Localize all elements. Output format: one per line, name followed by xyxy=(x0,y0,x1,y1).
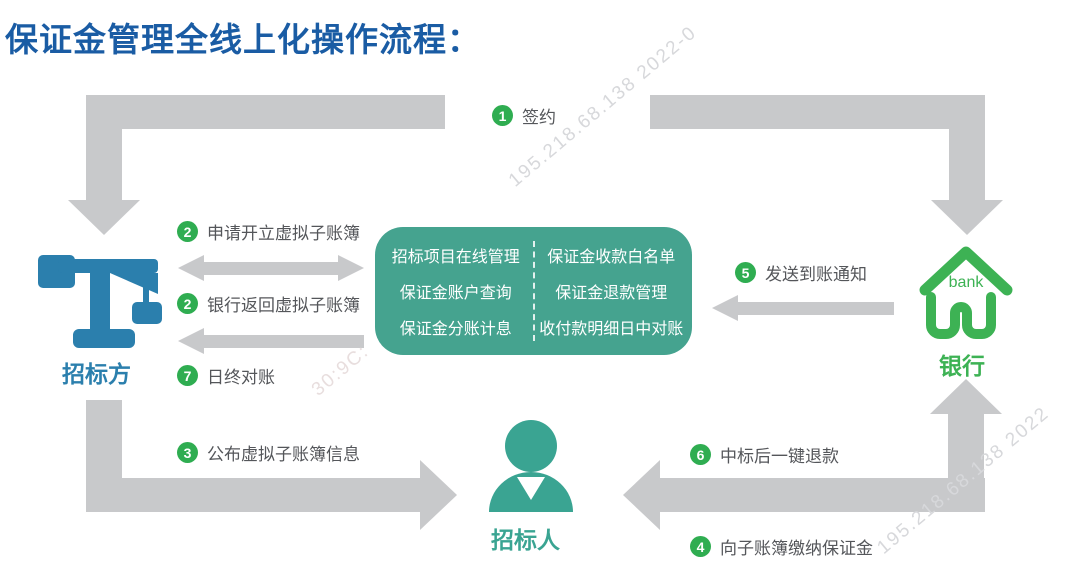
bank-icon: bank xyxy=(919,246,1013,339)
platform-left-column: 招标项目在线管理 保证金账户查询 保证金分账计息 xyxy=(381,237,531,345)
step-7-badge: 7 xyxy=(177,365,198,386)
person-icon xyxy=(489,420,573,512)
step-7-eod-reconciliation: 7 日终对账 xyxy=(177,363,275,388)
bank-icon-text: bank xyxy=(949,274,985,291)
step-4-pay-deposit: 4 向子账簿缴纳保证金 xyxy=(690,534,873,559)
platform-item: 保证金收款白名单 xyxy=(547,249,676,266)
platform-item: 保证金退款管理 xyxy=(555,285,668,302)
tenderer-label: 招标人 xyxy=(491,527,560,553)
step-4-label: 向子账簿缴纳保证金 xyxy=(720,539,873,558)
step-6-badge: 6 xyxy=(690,444,711,465)
arrow-return-subledger-left xyxy=(178,328,364,354)
arrow-sign-to-bank xyxy=(650,95,1003,235)
dashed-divider xyxy=(532,241,535,341)
arrow-open-subledger-bidirectional xyxy=(178,255,364,281)
crane-icon xyxy=(38,255,162,348)
step-2-bank-return-subledger: 2 银行返回虚拟子账簿 xyxy=(177,291,360,316)
step-3-badge: 3 xyxy=(177,442,198,463)
step-2b-badge: 2 xyxy=(177,293,198,314)
step-2a-badge: 2 xyxy=(177,221,198,242)
step-3-publish-subledger-info: 3 公布虚拟子账簿信息 xyxy=(177,440,360,465)
step-6-label: 中标后一键退款 xyxy=(720,447,839,466)
step-7-label: 日终对账 xyxy=(207,368,275,387)
step-5-badge: 5 xyxy=(735,262,756,283)
bidder-label: 招标方 xyxy=(62,361,131,387)
arrow-notify-arrival-left xyxy=(712,295,894,321)
step-1-label: 签约 xyxy=(522,108,556,127)
step-3-label: 公布虚拟子账簿信息 xyxy=(207,445,360,464)
step-2-apply-subledger: 2 申请开立虚拟子账簿 xyxy=(177,219,360,244)
platform-item: 保证金账户查询 xyxy=(399,285,512,302)
platform-right-column: 保证金收款白名单 保证金退款管理 收付款明细日中对账 xyxy=(537,237,687,345)
step-4-badge: 4 xyxy=(690,536,711,557)
platform-item: 收付款明细日中对账 xyxy=(539,321,684,338)
step-2a-label: 申请开立虚拟子账簿 xyxy=(207,224,360,243)
step-1-sign: 1 签约 xyxy=(492,103,556,128)
arrow-sign-to-bidder xyxy=(68,95,445,235)
step-2b-label: 银行返回虚拟子账簿 xyxy=(207,296,360,315)
step-5-label: 发送到账通知 xyxy=(765,265,867,284)
page-title: 保证金管理全线上化操作流程： xyxy=(5,21,481,58)
arrow-pay-and-refund xyxy=(623,379,1002,530)
step-5-arrival-notice: 5 发送到账通知 xyxy=(735,260,867,285)
platform-capability-box: 招标项目在线管理 保证金账户查询 保证金分账计息 保证金收款白名单 保证金退款管… xyxy=(375,227,692,355)
step-1-badge: 1 xyxy=(492,105,513,126)
bank-label: 银行 xyxy=(939,353,985,379)
step-6-one-click-refund: 6 中标后一键退款 xyxy=(690,442,839,467)
platform-item: 保证金分账计息 xyxy=(399,321,512,338)
arrow-publish-to-tenderer xyxy=(86,400,457,530)
platform-item: 招标项目在线管理 xyxy=(391,249,520,266)
